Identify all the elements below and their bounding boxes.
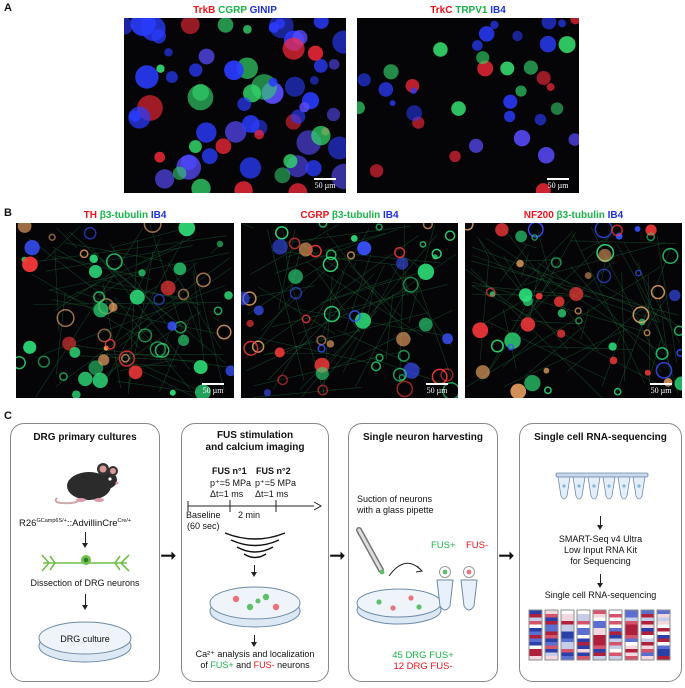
timeline bbox=[187, 500, 323, 512]
baseline-label: Baseline(60 sec) bbox=[186, 510, 221, 531]
panel-label-a: A bbox=[4, 2, 12, 14]
scale-bar: 50 µm bbox=[543, 178, 573, 190]
scale-bar: 50 µm bbox=[422, 383, 452, 395]
fus-plus-label: FUS+ bbox=[431, 540, 456, 551]
panel-label-c: C bbox=[4, 410, 12, 422]
fus1-label: FUS n°1 bbox=[212, 466, 247, 476]
neuron-icon bbox=[41, 554, 130, 572]
micrograph-a1: 50 µm bbox=[124, 18, 346, 193]
culture-label: DRG culture bbox=[60, 634, 110, 644]
arrow-down bbox=[251, 565, 257, 577]
flow-arrow: ➞ bbox=[160, 545, 177, 567]
arrow-down bbox=[597, 516, 603, 530]
panel-b-image-3-title: NF200 β3-tubulin IB4 bbox=[523, 210, 624, 221]
fus2-label: FUS n°2 bbox=[256, 466, 291, 476]
scale-bar: 50 µm bbox=[310, 178, 340, 190]
flow-arrow: ➞ bbox=[329, 545, 346, 567]
tube-strip-icon bbox=[555, 472, 649, 500]
fus2-pressure: p⁺=5 MPa bbox=[255, 478, 297, 488]
fus2-duration: Δt=1 ms bbox=[255, 489, 289, 499]
dissection-label: Dissection of DRG neurons bbox=[30, 578, 140, 588]
box-title: Single neuron harvesting bbox=[362, 432, 484, 443]
sequencing-label: Single cell RNA-sequencing bbox=[544, 590, 657, 600]
box-drg-primary-cultures: DRG primary cultures R26GCamp6S/+::Advil… bbox=[10, 423, 160, 682]
box-single-neuron-harvesting: Single neuron harvesting Suction of neur… bbox=[348, 423, 498, 682]
panel-a-image-2-title: TrkC TRPV1 IB4 bbox=[430, 5, 506, 16]
micrograph-b3: 50 µm bbox=[465, 223, 682, 398]
box-single-cell-rna-seq: Single cell RNA-sequencing SMART-Seq v4 … bbox=[519, 423, 682, 682]
interval-label: 2 min bbox=[238, 510, 261, 520]
flow-arrow: ➞ bbox=[498, 545, 515, 567]
box-title: DRG primary cultures bbox=[33, 432, 137, 443]
box-title: Single cell RNA-sequencing bbox=[534, 432, 667, 443]
micrograph-b2: 50 µm bbox=[241, 223, 458, 398]
sequencing-heatmap-icon bbox=[528, 609, 671, 661]
petri-dish-icon bbox=[38, 621, 132, 663]
fus-minus-label: FUS- bbox=[466, 540, 489, 551]
fus1-duration: Δt=1 ms bbox=[210, 489, 244, 499]
arrow-down bbox=[82, 594, 88, 610]
fus1-pressure: p⁺=5 MPa bbox=[210, 478, 252, 488]
scale-bar: 50 µm bbox=[198, 383, 228, 395]
ca-analysis-label: Ca²⁺ analysis and localization of FUS+ a… bbox=[195, 649, 315, 670]
count-fus-minus: 12 DRG FUS- bbox=[393, 661, 453, 672]
panel-b-image-2-title: CGRP β3-tubulin IB4 bbox=[300, 210, 399, 221]
mouse-icon bbox=[54, 463, 119, 505]
petri-dish-cells-icon bbox=[209, 586, 301, 628]
genotype-label: R26GCamp6S/+::AdvillinCreCre/+ bbox=[19, 518, 132, 530]
micrograph-b1: 50 µm bbox=[16, 223, 234, 398]
arrow-down bbox=[597, 574, 603, 588]
arrow-down bbox=[251, 635, 257, 647]
micrograph-a2: 50 µm bbox=[357, 18, 579, 193]
pipette-and-dish-icon bbox=[356, 527, 478, 625]
ultrasound-wave-icon bbox=[224, 532, 286, 559]
arrow-down bbox=[82, 532, 88, 548]
panel-label-b: B bbox=[4, 207, 12, 219]
scale-bar: 50 µm bbox=[646, 383, 676, 395]
count-fus-plus: 45 DRG FUS+ bbox=[392, 650, 454, 661]
panel-b-image-1-title: TH β3-tubulin IB4 bbox=[83, 210, 167, 221]
panel-a-image-1-title: TrkB CGRP GINIP bbox=[193, 5, 277, 16]
